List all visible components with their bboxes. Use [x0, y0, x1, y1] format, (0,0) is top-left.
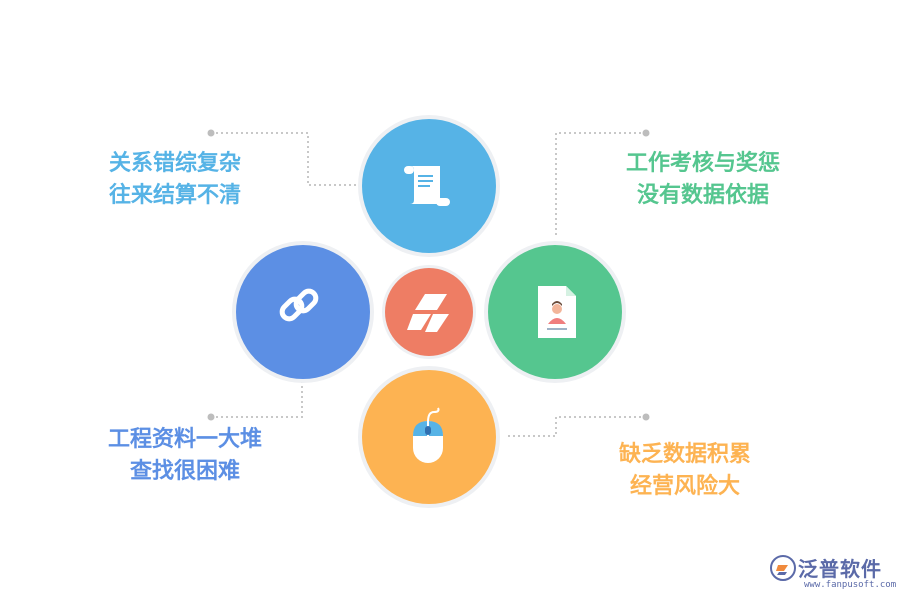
connector-right — [555, 132, 646, 238]
label-left: 工程资料一大堆 查找很困难 — [80, 424, 290, 488]
label-bottom-line-1: 缺乏数据积累 — [618, 442, 751, 467]
connector-top — [211, 132, 360, 186]
node-center-circle — [385, 268, 473, 356]
brand-url: www.fanpusoft.com — [804, 580, 897, 590]
node-center — [382, 265, 476, 359]
label-left-line-2: 查找很困难 — [129, 459, 240, 484]
connector-dots — [207, 129, 650, 421]
connectors — [211, 132, 646, 437]
scroll-document-icon — [404, 166, 450, 206]
node-right — [484, 241, 626, 383]
brand-logo-icon — [407, 294, 449, 332]
connector-left — [211, 382, 303, 418]
node-bottom — [358, 366, 500, 508]
connector-dot — [642, 413, 650, 421]
connector-dot — [207, 129, 215, 137]
node-left — [232, 241, 374, 383]
profile-card-icon — [538, 286, 576, 338]
label-top: 关系错综复杂 往来结算不清 — [80, 148, 270, 212]
label-left-line-1: 工程资料一大堆 — [107, 427, 262, 452]
computer-mouse-icon — [413, 407, 443, 463]
label-right-line-1: 工作考核与奖惩 — [625, 151, 780, 176]
label-top-line-1: 关系错综复杂 — [108, 151, 241, 176]
label-bottom: 缺乏数据积累 经营风险大 — [590, 439, 780, 503]
brand-watermark: 泛普软件 www.fanpusoft.com — [766, 549, 896, 597]
connector-dot — [642, 129, 650, 137]
label-right-line-2: 没有数据依据 — [636, 183, 769, 208]
brand-name: 泛普软件 — [798, 557, 882, 581]
node-top — [358, 115, 500, 257]
label-right: 工作考核与奖惩 没有数据依据 — [598, 148, 808, 212]
chain-link-icon — [279, 288, 319, 322]
label-top-line-2: 往来结算不清 — [108, 183, 241, 208]
label-bottom-line-2: 经营风险大 — [629, 474, 740, 499]
connector-bottom — [505, 416, 646, 437]
connector-dot — [207, 413, 215, 421]
brand-mark-icon — [770, 555, 796, 581]
